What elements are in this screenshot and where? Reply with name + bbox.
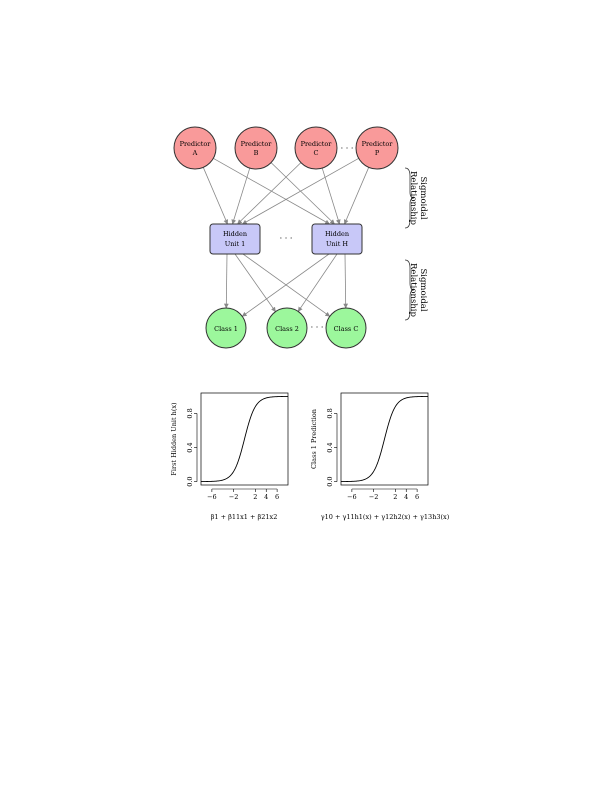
- plot1-x-tick-label: 6: [275, 493, 279, 501]
- edge-hidden-0-class-2: [242, 253, 331, 317]
- plot1-x-tick-label: −2: [229, 493, 239, 501]
- plot1-frame: [200, 392, 289, 486]
- plot1-x-tick-label: −6: [207, 493, 217, 501]
- plot2-x-tick-label: −2: [369, 493, 379, 501]
- plot2-y-tick-label: 0.0: [326, 476, 334, 486]
- predictor-node-b-label2: B: [254, 149, 259, 157]
- edge-predictor-0-hidden-0: [202, 167, 229, 225]
- edges-hidden-output: [223, 253, 349, 317]
- predictor-node-b-label1: Predictor: [241, 140, 273, 148]
- predictor-node-a-label1: Predictor: [180, 140, 212, 148]
- class-node-c-label: Class C: [334, 325, 359, 333]
- predictor-node-a-circle: [173, 126, 217, 170]
- edge-hidden-0-class-1: [234, 253, 276, 313]
- brace-top-label: Sigmoidal Relationship: [408, 171, 428, 225]
- class-node-1-label: Class 1: [214, 325, 238, 333]
- hidden-unit-1-box: [209, 223, 261, 255]
- predictor-node-a-label2: A: [192, 149, 198, 157]
- hidden-unit-h-box: [311, 223, 363, 255]
- brace-bottom-label: Sigmoidal Relationship: [408, 263, 428, 317]
- plot1-x-tick-label: 4: [264, 493, 268, 501]
- edge-hidden-1-class-1: [297, 253, 338, 312]
- plot2-y-tick-label: 0.8: [326, 408, 334, 418]
- brace-bottom: [404, 259, 415, 321]
- plot1-ylabel: First Hidden Unit h(x): [170, 402, 178, 476]
- class-node-1-circle: [205, 307, 247, 349]
- predictor-node-b-circle: [234, 126, 278, 170]
- predictor-node-p-circle: [355, 126, 399, 170]
- predictor-node-b: Predictor B: [234, 126, 278, 170]
- plot2-x-tick-label: 4: [404, 493, 408, 501]
- plot2-xlabel: γ10 + γ11h1(x) + γ12h2(x) + γ13h3(x): [321, 513, 450, 521]
- predictor-node-c: Predictor C: [294, 126, 338, 170]
- brace-top-label-line2: Relationship: [408, 171, 418, 225]
- plot1-xlabel: β1 + β11x1 + β21x2: [211, 513, 278, 521]
- brace-bottom-label-line2: Relationship: [408, 263, 418, 317]
- class-ellipsis: · · ·: [311, 323, 324, 332]
- plot1-x-tick-label: 2: [253, 493, 257, 501]
- plot1-y-tick-label: 0.8: [186, 408, 194, 418]
- plot2-x-tick-label: 2: [393, 493, 397, 501]
- plot1-y-axis: 0.0 0.4 0.8: [186, 408, 198, 487]
- edge-hidden-1-class-0: [241, 253, 330, 317]
- edges-input-hidden: [202, 157, 370, 225]
- hidden-unit-h-label1: Hidden: [325, 230, 349, 238]
- hidden-unit-1-label1: Hidden: [223, 230, 247, 238]
- edge-hidden-0-class-0: [223, 253, 229, 309]
- predictor-node-c-circle: [294, 126, 338, 170]
- class-node-c: Class C: [325, 307, 367, 349]
- plot1-y-tick-label: 0.0: [186, 476, 194, 486]
- edge-predictor-3-hidden-0: [242, 157, 359, 225]
- predictor-node-c-label2: C: [314, 149, 319, 157]
- plot2-y-tick-label: 0.4: [326, 442, 334, 452]
- hidden-unit-1-label2: Unit 1: [225, 240, 246, 248]
- predictor-ellipsis: · · ·: [341, 144, 354, 153]
- plot2-frame: [340, 392, 429, 486]
- class-node-2-circle: [266, 307, 308, 349]
- plot1-y-tick-label: 0.4: [186, 442, 194, 452]
- class-node-2: Class 2: [266, 307, 308, 349]
- predictor-node-p-label2: P: [375, 149, 380, 157]
- edge-predictor-1-hidden-1: [270, 162, 335, 225]
- predictor-node-p: Predictor P: [355, 126, 399, 170]
- predictor-node-c-label1: Predictor: [301, 140, 333, 148]
- edge-predictor-1-hidden-0: [231, 167, 251, 225]
- hidden-ellipsis: · · ·: [280, 234, 293, 243]
- edge-predictor-2-hidden-1: [321, 167, 341, 225]
- class-node-2-label: Class 2: [275, 325, 299, 333]
- edge-predictor-2-hidden-0: [237, 162, 302, 225]
- hidden-unit-h: Hidden Unit H: [311, 223, 363, 255]
- plot2-x-tick-label: 6: [415, 493, 419, 501]
- class-node-c-circle: [325, 307, 367, 349]
- hidden-unit-h-label2: Unit H: [326, 240, 348, 248]
- plot2-y-axis: 0.0 0.4 0.8: [326, 408, 338, 487]
- plot2-ylabel: Class 1 Prediction: [310, 409, 318, 469]
- plot1-curve: [201, 395, 288, 483]
- edge-predictor-3-hidden-1: [343, 167, 370, 225]
- plot2-x-tick-label: −6: [347, 493, 357, 501]
- edge-hidden-1-class-2: [343, 253, 349, 309]
- brace-bottom-label-line1: Sigmoidal: [418, 268, 428, 311]
- brace-top: [404, 167, 415, 229]
- plot2-curve: [341, 395, 428, 483]
- predictor-node-a: Predictor A: [173, 126, 217, 170]
- hidden-unit-1: Hidden Unit 1: [209, 223, 261, 255]
- class-node-1: Class 1: [205, 307, 247, 349]
- brace-top-label-line1: Sigmoidal: [418, 176, 428, 219]
- neural-network-diagram: Predictor A Predictor B Predictor C Pred…: [173, 126, 428, 349]
- predictor-node-p-label1: Predictor: [362, 140, 394, 148]
